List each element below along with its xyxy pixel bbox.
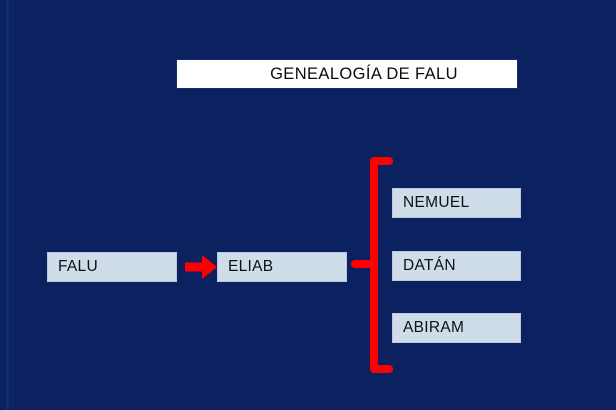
node-label-datan: DATÁN [403,257,456,274]
node-label-falu: FALU [58,258,98,275]
node-box-falu[interactable]: FALU [47,252,177,282]
left-bracket-icon [348,150,396,380]
node-box-eliab[interactable]: ELIAB [217,252,347,282]
left-edge-stripe [6,0,9,410]
node-box-nemuel[interactable]: NEMUEL [392,188,521,218]
node-label-eliab: ELIAB [228,258,274,275]
title-banner: GENEALOGÍA DE FALU [176,59,518,89]
left-edge-stripe-secondary [12,0,14,410]
right-arrow-icon [183,252,219,282]
node-box-abiram[interactable]: ABIRAM [392,313,521,343]
node-box-datan[interactable]: DATÁN [392,251,521,281]
node-label-abiram: ABIRAM [403,319,465,336]
node-label-nemuel: NEMUEL [403,194,470,211]
page-title: GENEALOGÍA DE FALU [270,64,458,83]
